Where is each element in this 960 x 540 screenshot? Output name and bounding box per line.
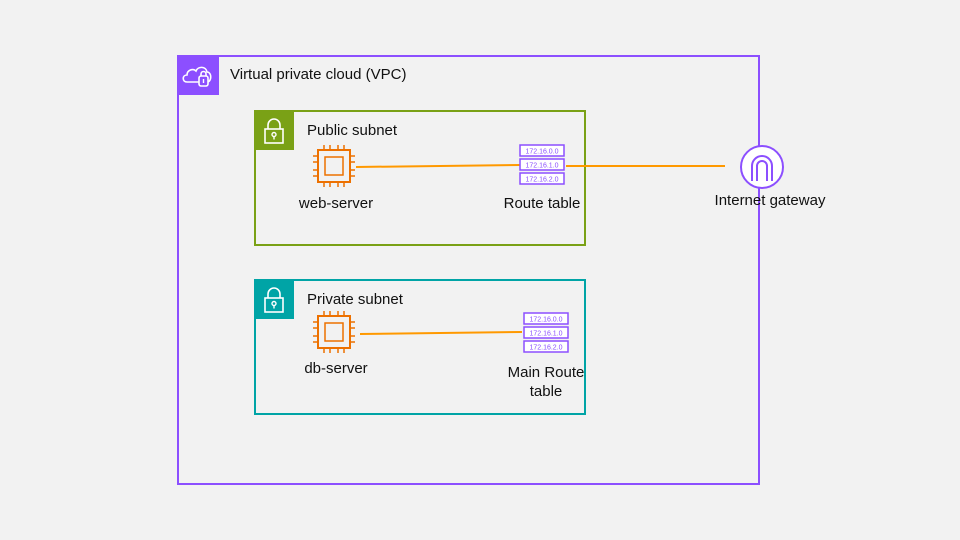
internet-gateway-icon (740, 145, 784, 189)
vpc-cloud-lock-icon (182, 66, 212, 87)
route-table-icon: 172.16.0.0 172.16.1.0 172.16.2.0 (519, 144, 565, 185)
vpc-badge (177, 55, 219, 95)
route-entry: 172.16.1.0 (529, 331, 562, 338)
route-entry: 172.16.2.0 (525, 177, 558, 184)
public-subnet-badge (254, 110, 294, 150)
route-entry: 172.16.2.0 (529, 345, 562, 352)
route-entry: 172.16.0.0 (525, 149, 558, 156)
web-server-label: web-server (298, 195, 374, 212)
private-subnet-badge (254, 279, 294, 319)
public-subnet-box (254, 110, 586, 246)
public-subnet-title: Public subnet (307, 122, 398, 139)
lock-icon (264, 287, 284, 313)
main-route-table-label: Main Route table (507, 364, 585, 400)
route-table-icon: 172.16.0.0 172.16.1.0 172.16.2.0 (523, 312, 569, 353)
private-subnet-title: Private subnet (307, 291, 403, 308)
connector-db-to-main-route-table (359, 331, 523, 335)
lock-icon (264, 118, 284, 144)
route-entry: 172.16.0.0 (529, 317, 562, 324)
ec2-instance-icon (313, 311, 355, 353)
db-server-label: db-server (304, 360, 368, 377)
connector-web-to-route-table (355, 164, 521, 168)
vpc-title: Virtual private cloud (VPC) (230, 66, 407, 83)
route-entry: 172.16.1.0 (525, 163, 558, 170)
ec2-instance-icon (313, 145, 355, 187)
internet-gateway-label: Internet gateway (714, 192, 826, 209)
route-table-label: Route table (503, 195, 581, 212)
vpc-group-box (177, 55, 760, 485)
private-subnet-box (254, 279, 586, 415)
